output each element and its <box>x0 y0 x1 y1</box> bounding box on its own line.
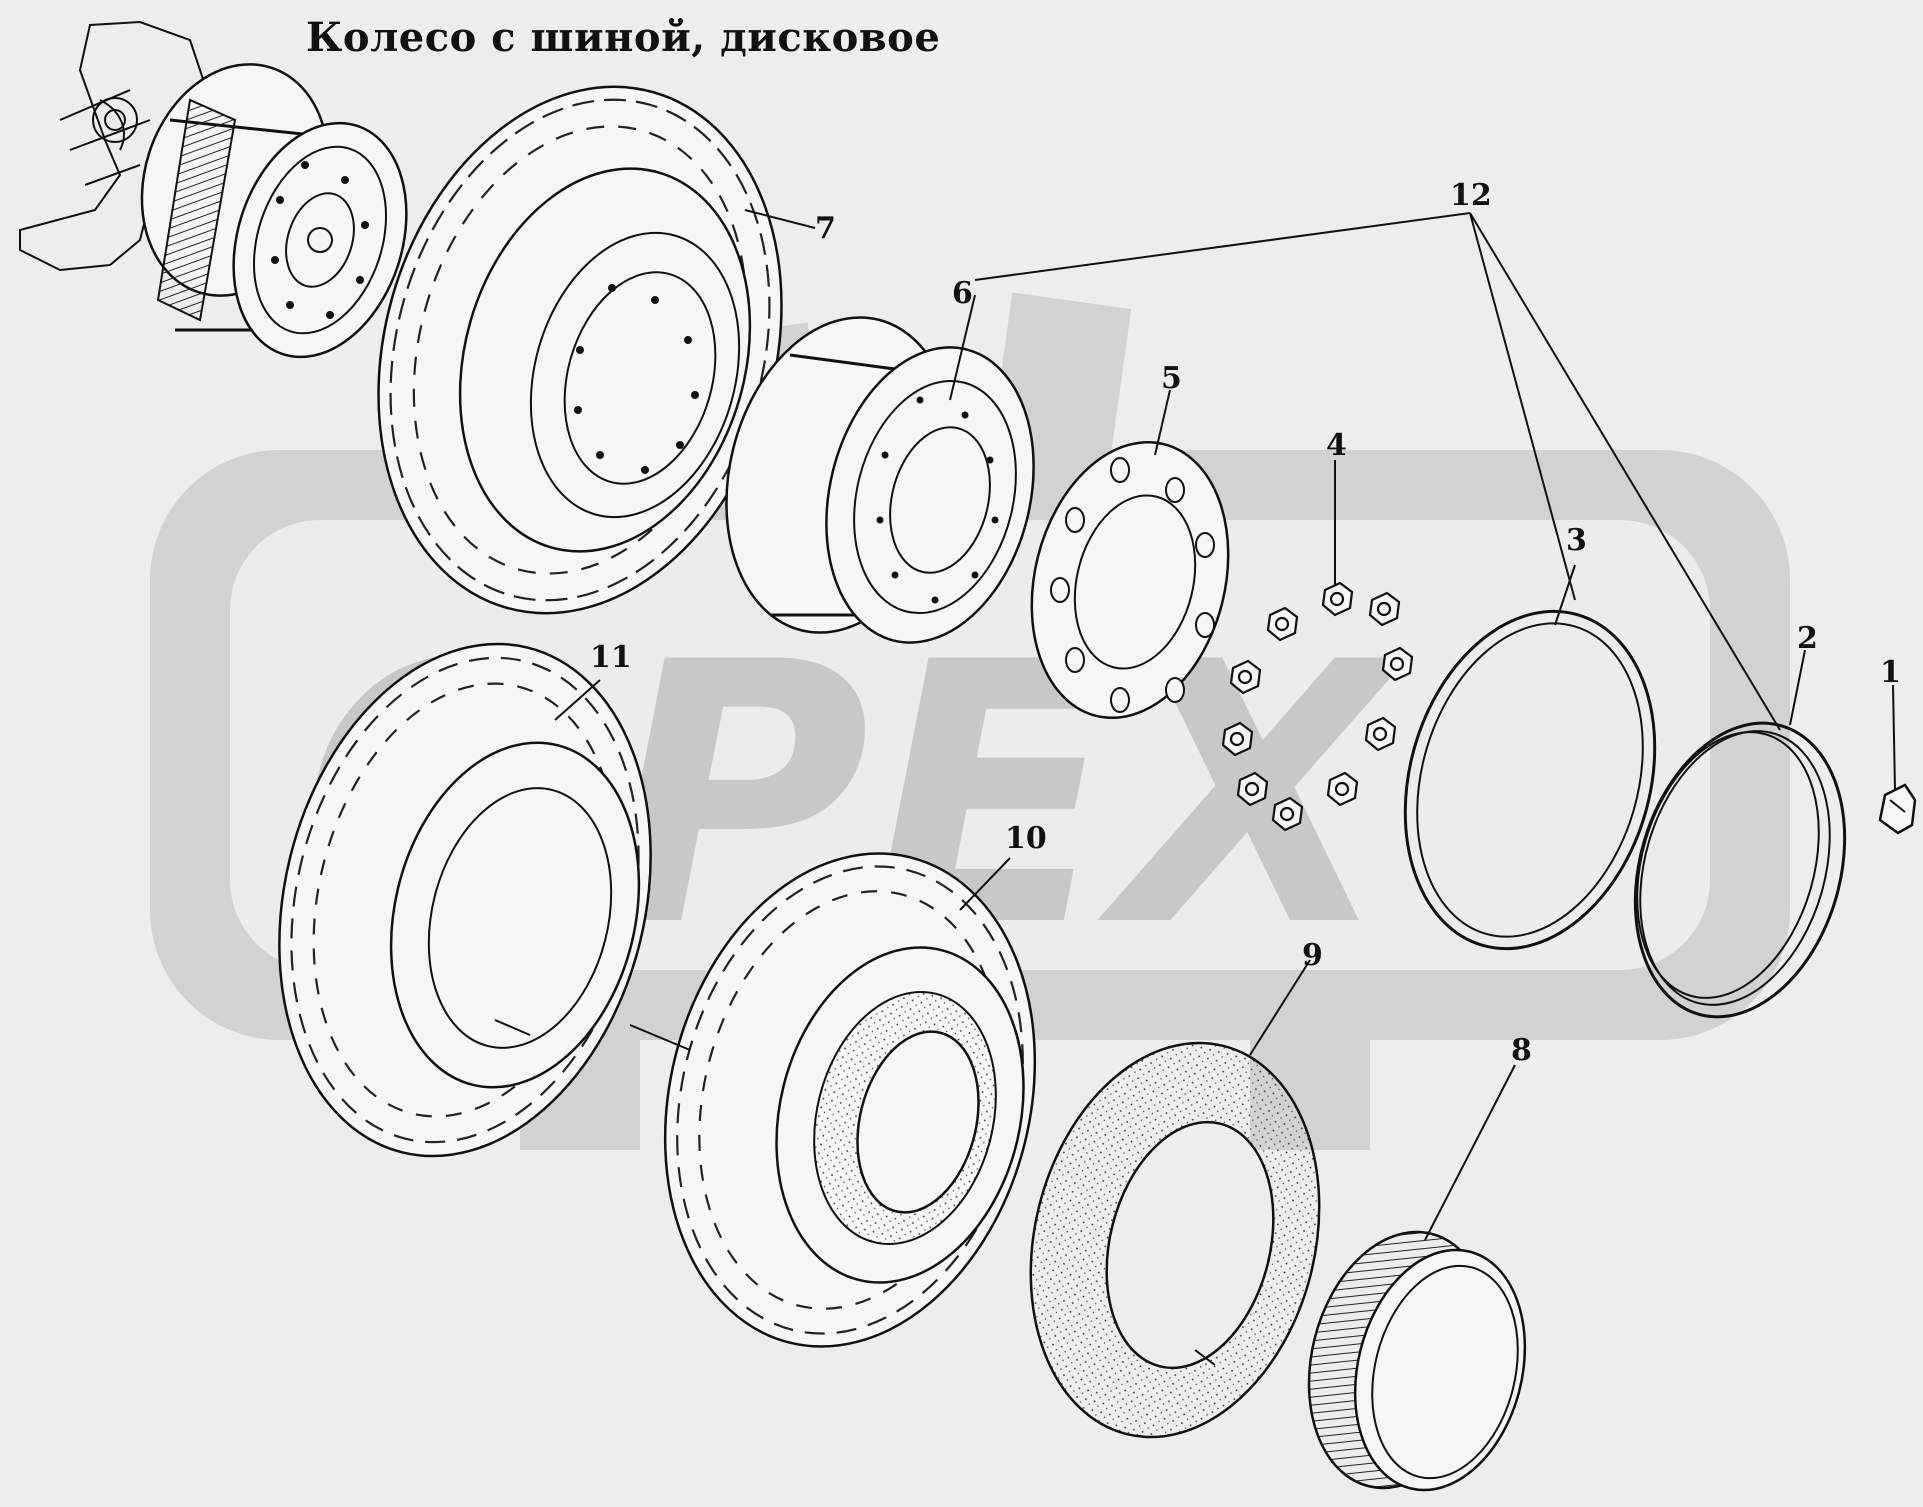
part-4-wheel-nuts <box>1221 581 1414 832</box>
part-10-tire <box>663 852 1037 1348</box>
part-8-rim-band <box>1307 1230 1527 1492</box>
diagram-title: Колесо с шиной, дисковое <box>306 14 941 61</box>
part-2-lock-ring <box>1633 721 1847 1019</box>
part-5-clamp-plate <box>1030 440 1230 720</box>
callout-9: 9 <box>1302 938 1323 973</box>
callout-3: 3 <box>1566 523 1587 558</box>
callout-11: 11 <box>590 640 632 675</box>
callout-2: 2 <box>1797 621 1818 656</box>
part-11-tire <box>278 642 652 1158</box>
callout-10: 10 <box>1005 821 1047 856</box>
leader-lines <box>554 209 1896 1241</box>
callout-4: 4 <box>1326 428 1347 463</box>
axle-hub-context <box>19 20 408 359</box>
part-1-clip <box>1878 783 1917 835</box>
part-3-side-ring <box>1403 609 1657 951</box>
callout-12: 12 <box>1450 178 1492 213</box>
callout-6: 6 <box>952 276 973 311</box>
part-9-inner-tube <box>1029 1041 1321 1439</box>
callout-1: 1 <box>1880 655 1901 690</box>
callout-7: 7 <box>815 211 836 246</box>
callout-8: 8 <box>1511 1033 1532 1068</box>
part-7-wheel-tire <box>377 85 783 615</box>
part-6-disc-wheel <box>725 316 1035 644</box>
callout-5: 5 <box>1161 361 1182 396</box>
